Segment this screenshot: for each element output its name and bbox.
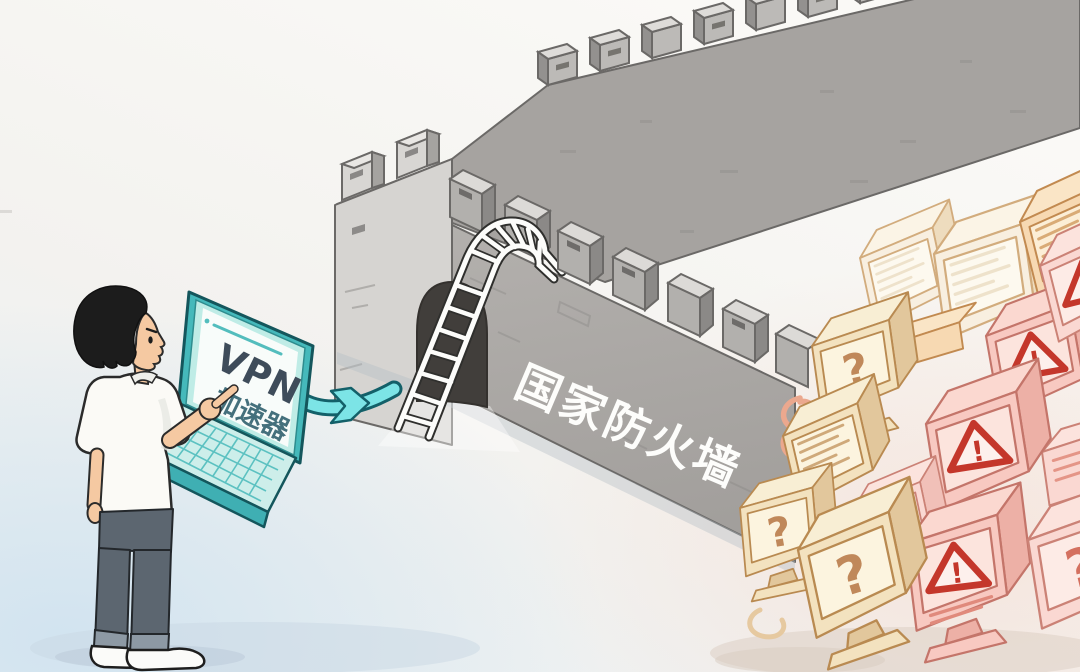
- eye: [148, 336, 153, 344]
- walkway-texture: [0, 60, 1026, 233]
- pointing-finger: [212, 385, 238, 408]
- person: [73, 285, 239, 672]
- ladder-rails: [395, 218, 565, 440]
- laptop-keyboard: [164, 416, 285, 502]
- battlement-merlon: [556, 220, 605, 287]
- warning-triangle-icon: [946, 419, 1014, 474]
- pointing-arm: [163, 407, 212, 447]
- blocked-monitor-alert: !: [904, 481, 1032, 664]
- screen-dot-icon: [204, 318, 210, 324]
- wall-base-shadow: [337, 352, 795, 575]
- blocked-monitor-alert: !: [1039, 198, 1080, 343]
- left-arm: [88, 449, 103, 511]
- arrow-slit-icon: [352, 224, 365, 235]
- shirt-collar: [130, 371, 159, 386]
- blocked-monitor-question: ?: [796, 475, 928, 671]
- arrowhead-icon: [329, 386, 371, 425]
- monitor-stand: [826, 619, 911, 671]
- eyebrow: [145, 327, 158, 334]
- blocked-monitor-question: ?: [1026, 471, 1080, 630]
- ladder: [393, 216, 567, 442]
- monitor-stand: [923, 617, 1008, 664]
- warning-triangle-icon: [925, 541, 993, 595]
- monitor-pile: ? ! ! !: [739, 154, 1080, 671]
- tunnel-light: [378, 400, 520, 452]
- cable-swirl: [747, 607, 787, 640]
- wall-end-cracks: [339, 284, 376, 371]
- person-hair: [73, 285, 148, 369]
- person-pants: [94, 508, 174, 649]
- blocked-monitor-alert: !: [924, 357, 1052, 512]
- shoe: [125, 647, 206, 672]
- screen-bar-icon: [212, 323, 283, 356]
- alert-glyph: !: [969, 434, 987, 469]
- warning-triangle-icon: [1062, 258, 1080, 309]
- far-battlements: [535, 0, 875, 87]
- monitor-box: [1041, 405, 1080, 507]
- ladder-rungs: [400, 220, 543, 428]
- end-battlements: [339, 128, 442, 202]
- alert-glyph: !: [949, 556, 966, 590]
